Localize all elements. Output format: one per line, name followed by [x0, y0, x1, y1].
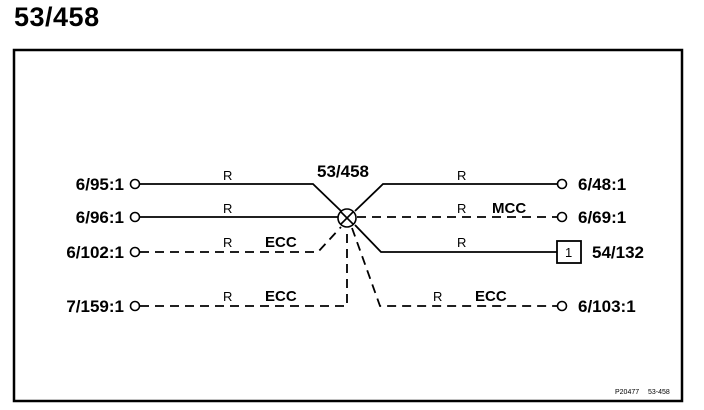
wire-7-159-1: [140, 229, 348, 307]
footer-ref: P20477: [615, 389, 639, 396]
pin-label-right: 6/103:1: [578, 297, 636, 316]
page-title: 53/458: [14, 2, 100, 32]
pin-label-left: 6/95:1: [76, 175, 124, 194]
diagram-frame: [12, 48, 684, 403]
net-label: MCC: [492, 200, 526, 217]
footer-code: 53-458: [648, 389, 670, 396]
wire-label: R: [223, 168, 232, 183]
pin-label-right: 6/48:1: [578, 175, 626, 194]
pin-circle-icon: [556, 178, 568, 190]
pin-circle-icon: [129, 211, 141, 223]
connector-number: 1: [565, 245, 572, 260]
wire-label: R: [457, 235, 466, 250]
connector-box: [556, 240, 582, 264]
net-label: ECC: [475, 288, 507, 305]
wire-6-103-1: [351, 227, 557, 307]
wire-label: R: [457, 201, 466, 216]
pin-circle-icon: [556, 211, 568, 223]
pin-circle-icon: [129, 300, 141, 312]
pin-label-right: 54/132: [592, 243, 644, 262]
wire-6-102-1: [140, 226, 342, 253]
splice-node-icon: [337, 208, 357, 228]
pin-label-left: 6/96:1: [76, 208, 124, 227]
wire-label: R: [223, 201, 232, 216]
pin-circle-icon: [129, 246, 141, 258]
pin-label-left: 7/159:1: [66, 297, 124, 316]
net-label: ECC: [265, 288, 297, 305]
wire-54-132: [354, 224, 557, 253]
net-label: ECC: [265, 234, 297, 251]
wire-label: R: [457, 168, 466, 183]
pin-label-left: 6/102:1: [66, 243, 124, 262]
wire-label: R: [223, 289, 232, 304]
wire-label: R: [433, 289, 442, 304]
wire-6-95-1: [140, 183, 342, 212]
wire-6-48-1: [354, 183, 557, 212]
pin-circle-icon: [556, 300, 568, 312]
pin-circle-icon: [129, 178, 141, 190]
pin-label-right: 6/69:1: [578, 208, 626, 227]
splice-label: 53/458: [317, 162, 369, 181]
wire-label: R: [223, 235, 232, 250]
